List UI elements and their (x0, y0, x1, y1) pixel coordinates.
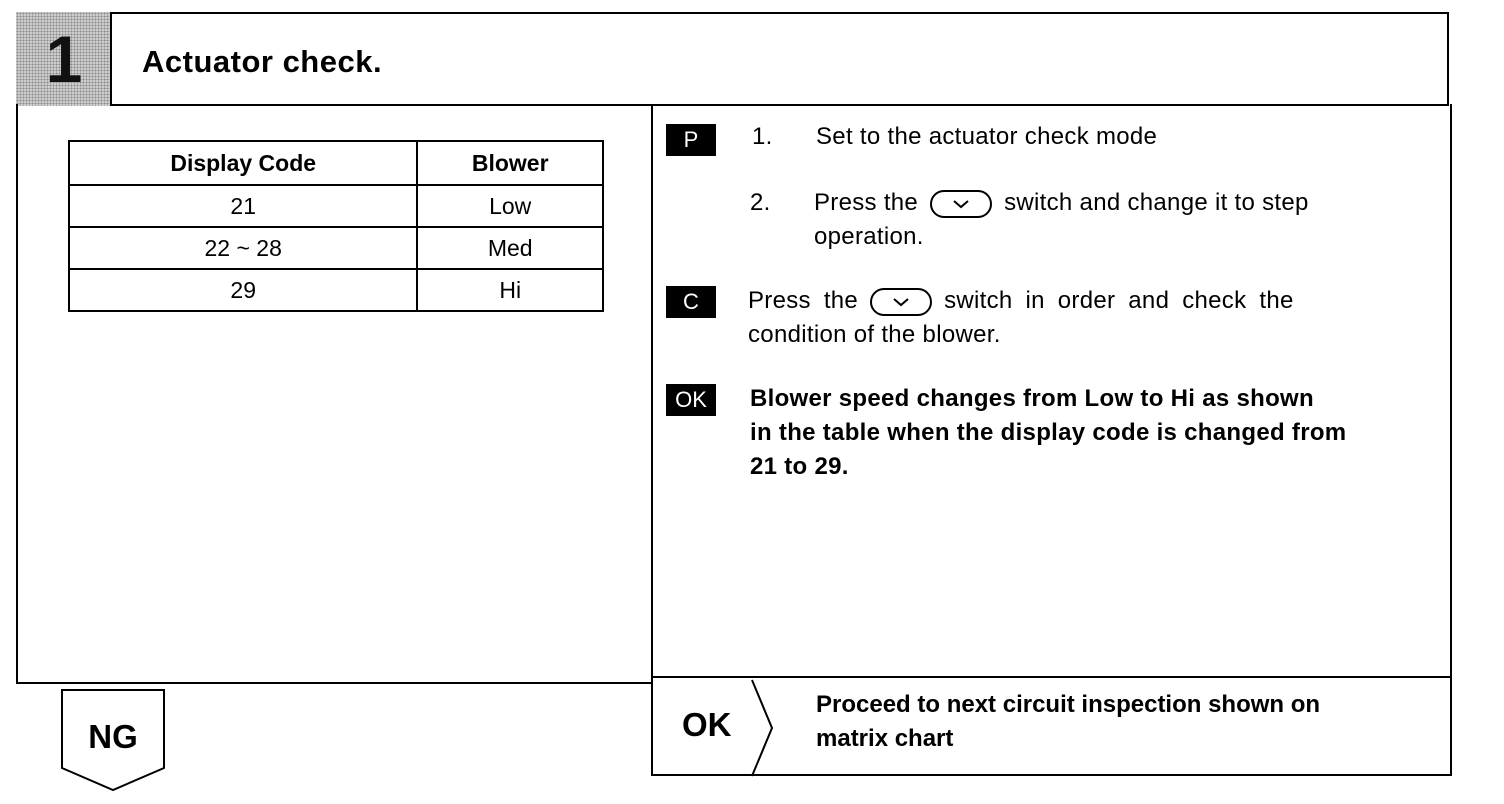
p-tag: P (666, 124, 716, 156)
down-chevron-switch-icon (870, 287, 933, 316)
ok-line2: in the table when the display code is ch… (750, 419, 1347, 446)
table-cell: 22 ~ 28 (67, 226, 419, 270)
ok-result-line1: Proceed to next circuit inspection shown… (816, 691, 1321, 718)
table-cell: Med (416, 226, 604, 270)
ok-result-text: Proceed to next circuit inspection shown… (816, 688, 1320, 756)
display-code-table: Display Code Blower 21 Low 22 ~ 28 Med 2… (67, 140, 604, 312)
table-cell: 21 (67, 184, 419, 228)
table-header-blower: Blower (416, 140, 604, 186)
check-line1: Press the switch in order and check the (748, 284, 1294, 318)
step1-number: 1. (752, 123, 773, 150)
step2-line1: Press the switch and change it to step (814, 186, 1309, 220)
step-number-box (16, 12, 112, 106)
step2-text-after: switch and change it to step (1004, 189, 1309, 216)
step2-text-before: Press the (814, 189, 919, 216)
check-line2: condition of the blower. (748, 321, 1001, 348)
down-chevron-switch-icon (930, 189, 993, 218)
ok-result-label: OK (682, 706, 732, 743)
page-title: Actuator check. (142, 44, 383, 79)
check-text-before: Press the (748, 287, 859, 314)
table-header-display-code: Display Code (67, 140, 419, 186)
step2-line2: operation. (814, 223, 924, 250)
step1-text: Set to the actuator check mode (816, 123, 1158, 150)
ok-result-line2: matrix chart (816, 725, 954, 752)
c-tag: C (666, 286, 716, 318)
ok-tag: OK (666, 384, 716, 416)
step-number: 1 (45, 22, 83, 96)
right-panel (651, 104, 1452, 776)
table-cell: Low (416, 184, 604, 228)
ng-pentagon-icon (61, 689, 165, 792)
ok-line3: 21 to 29. (750, 453, 849, 480)
check-text-after: switch in order and check the (944, 287, 1294, 314)
table-row: 22 ~ 28 Med (67, 226, 604, 270)
ok-line1: Blower speed changes from Low to Hi as s… (750, 385, 1314, 412)
ok-divider (651, 676, 1452, 678)
ok-chevron-icon (751, 679, 774, 777)
table-cell: 29 (67, 268, 419, 312)
table-cell: Hi (416, 268, 604, 312)
step2-number: 2. (750, 189, 771, 216)
ng-result-label: NG (88, 718, 138, 755)
table-row: 21 Low (67, 184, 604, 228)
table-row: 29 Hi (67, 268, 604, 312)
